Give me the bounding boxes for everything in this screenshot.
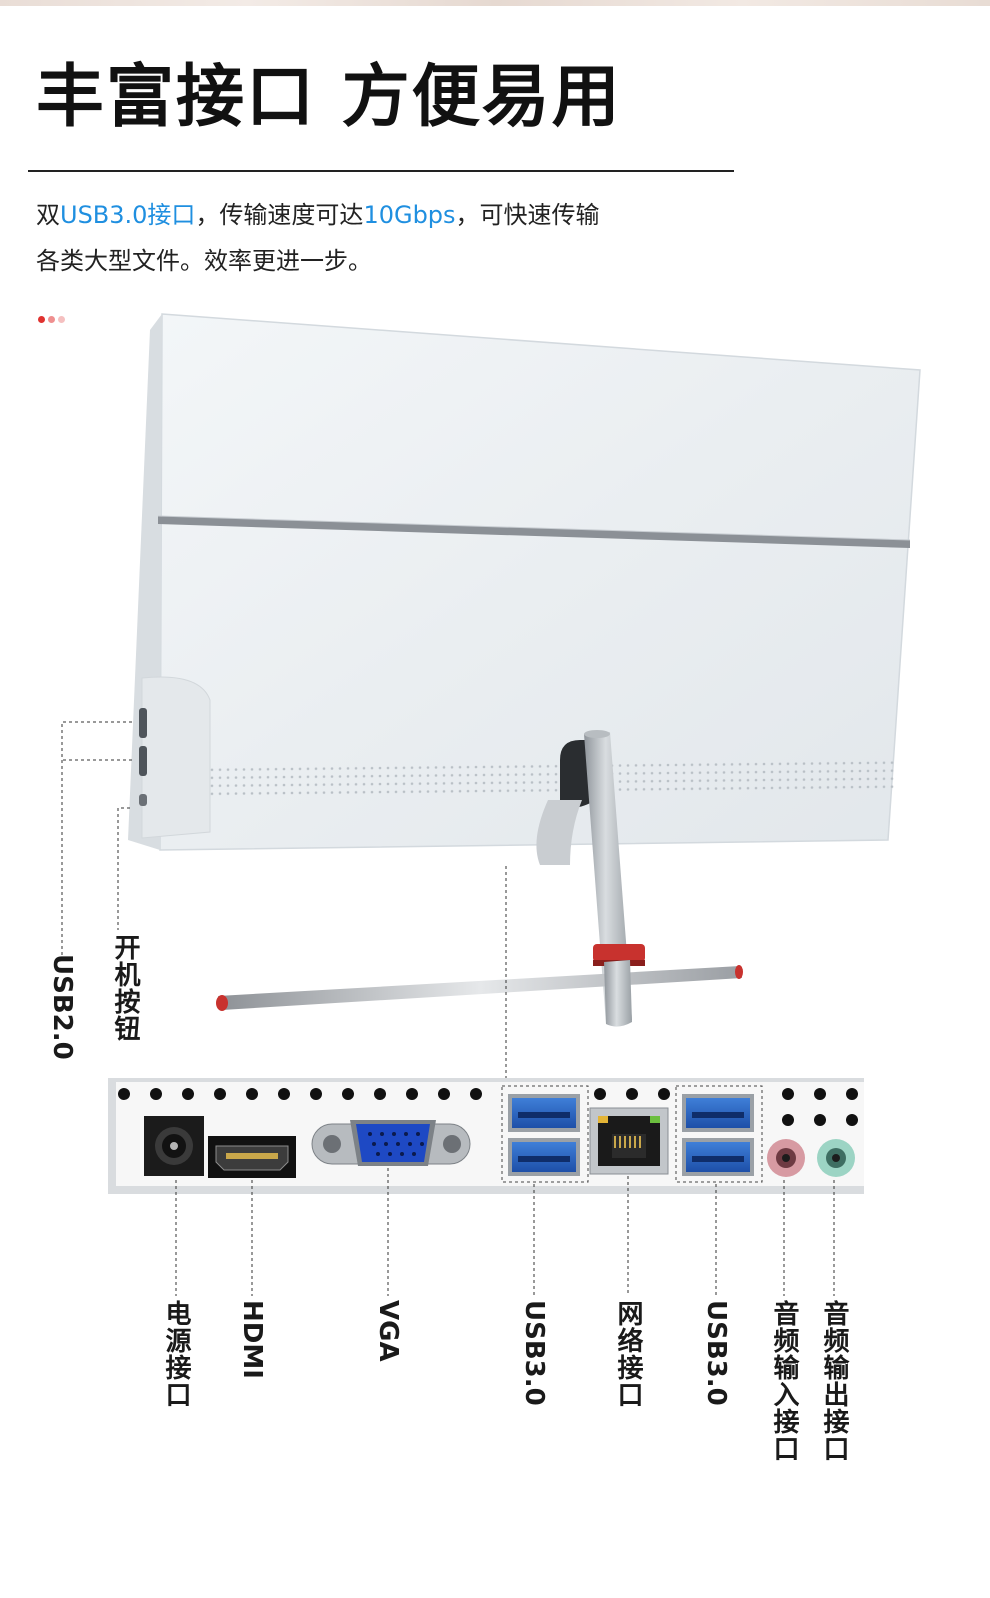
label-hdmi: HDMI bbox=[237, 1300, 267, 1379]
dot-1 bbox=[38, 316, 45, 323]
hdmi-port bbox=[208, 1136, 296, 1178]
label-usb3-b: USB3.0 bbox=[701, 1300, 731, 1406]
top-decor-strip bbox=[0, 0, 990, 6]
ethernet-port bbox=[589, 1107, 669, 1175]
panel-vent-holes bbox=[118, 1088, 858, 1126]
monitor-stand bbox=[216, 730, 743, 1027]
usb2-port-1 bbox=[139, 708, 147, 738]
title-divider bbox=[28, 170, 734, 172]
label-usb3-a: USB3.0 bbox=[519, 1300, 549, 1406]
usb3-port-group-b bbox=[675, 1085, 763, 1183]
label-network-port: 网络接口 bbox=[613, 1300, 643, 1408]
side-leader-lines bbox=[61, 721, 507, 1082]
highlight-usb: USB3.0接口 bbox=[60, 201, 196, 229]
label-power-button: 开机按钮 bbox=[110, 934, 140, 1042]
dot-2 bbox=[48, 316, 55, 323]
decor-dots bbox=[38, 308, 68, 327]
label-power-port: 电源接口 bbox=[161, 1300, 191, 1408]
label-audio-out: 音频输出接口 bbox=[819, 1300, 849, 1462]
usb3-port-group-a bbox=[501, 1085, 589, 1183]
dot-3 bbox=[58, 316, 65, 323]
label-vga: VGA bbox=[373, 1300, 403, 1362]
description: 双USB3.0接口，传输速度可达10Gbps，可快速传输 各类大型文件。效率更进… bbox=[36, 192, 716, 284]
dc-power-jack bbox=[144, 1116, 204, 1176]
monitor-back bbox=[128, 313, 921, 851]
usb2-port-2 bbox=[139, 746, 147, 776]
page-title: 丰富接口 方便易用 bbox=[36, 58, 622, 137]
audio-in-jack bbox=[767, 1139, 805, 1177]
description-line-2: 各类大型文件。效率更进一步。 bbox=[36, 247, 372, 275]
description-line-1: 双USB3.0接口，传输速度可达10Gbps，可快速传输 bbox=[36, 201, 600, 229]
rear-port-panel bbox=[108, 1078, 864, 1194]
label-usb2: USB2.0 bbox=[47, 954, 77, 1060]
vga-port bbox=[311, 1120, 471, 1166]
vent-grille bbox=[160, 758, 895, 801]
label-audio-in: 音频输入接口 bbox=[769, 1300, 799, 1462]
power-button bbox=[139, 794, 147, 806]
rear-leader-lines bbox=[175, 1168, 835, 1296]
highlight-speed: 10Gbps bbox=[363, 201, 456, 229]
audio-out-jack bbox=[817, 1139, 855, 1177]
